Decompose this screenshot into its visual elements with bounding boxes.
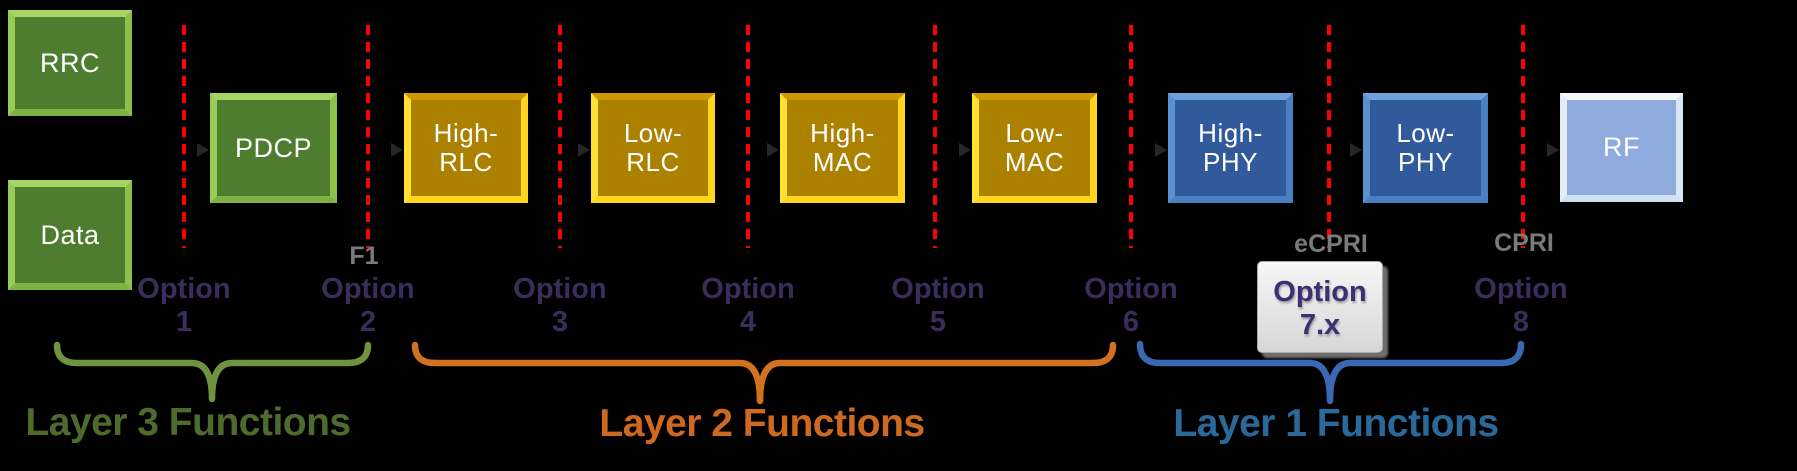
- connector-arrow-icon: [578, 143, 590, 157]
- layer-2-brace: [411, 341, 1117, 405]
- block-high-phy-label: High-: [1198, 118, 1263, 148]
- block-pdcp: PDCP: [210, 93, 337, 203]
- block-low-phy: Low-PHY: [1363, 93, 1488, 203]
- option-number: 2: [359, 306, 377, 338]
- split-line-option-7: [1327, 25, 1331, 248]
- layer-label-2: Layer 2 Functions: [599, 402, 925, 445]
- split-line-option-2: [366, 25, 370, 248]
- block-high-phy-label: PHY: [1203, 147, 1258, 177]
- option-word: Option: [891, 273, 985, 305]
- block-low-phy-label: Low-: [1396, 118, 1455, 148]
- block-rrc: RRC: [8, 10, 132, 116]
- split-line-option-4: [746, 25, 750, 248]
- block-pdcp-label: PDCP: [234, 132, 312, 163]
- option-number: 5: [929, 306, 947, 338]
- split-line-option-1: [182, 25, 186, 248]
- block-low-phy-label: PHY: [1398, 147, 1453, 177]
- interface-label-f1: F1: [349, 242, 379, 270]
- connector-arrow-icon: [1350, 143, 1362, 157]
- connector-arrow-icon: [1547, 143, 1559, 157]
- block-low-mac: Low-MAC: [972, 93, 1097, 203]
- block-rf-label: RF: [1603, 132, 1640, 162]
- option-word: Option: [1273, 276, 1367, 308]
- option-word: Option: [1474, 273, 1568, 305]
- layer-label-3: Layer 3 Functions: [25, 401, 351, 444]
- block-high-phy: High-PHY: [1168, 93, 1293, 203]
- interface-label-ecpri: eCPRI: [1294, 230, 1368, 258]
- block-high-mac: High-MAC: [780, 93, 905, 203]
- option-number: 7.x: [1299, 309, 1341, 341]
- option-word: Option: [513, 273, 607, 305]
- block-rrc-label: RRC: [40, 47, 100, 78]
- option-number: 4: [739, 306, 757, 338]
- block-data: Data: [8, 180, 132, 290]
- option-word: Option: [321, 273, 415, 305]
- block-high-mac-label: High-: [810, 118, 875, 148]
- block-low-rlc-label: RLC: [626, 147, 680, 177]
- block-low-rlc-label: Low-: [623, 118, 683, 148]
- connector-arrow-icon: [197, 143, 209, 157]
- connector-arrow-icon: [391, 143, 403, 157]
- connector-arrow-icon: [767, 143, 779, 157]
- layer-3-brace: [53, 341, 372, 403]
- block-high-rlc: High-RLC: [404, 93, 528, 203]
- option-number: 3: [551, 306, 569, 338]
- option-number: 8: [1512, 306, 1530, 338]
- interface-label-cpri: CPRI: [1494, 229, 1554, 257]
- option-number: 1: [175, 306, 193, 338]
- block-low-mac-label: MAC: [1004, 147, 1065, 177]
- option-word: Option: [137, 273, 231, 305]
- split-line-option-8: [1521, 25, 1525, 248]
- connector-arrow-icon: [959, 143, 971, 157]
- block-high-mac-label: MAC: [812, 147, 873, 177]
- option-number: 6: [1122, 306, 1140, 338]
- layer-label-1: Layer 1 Functions: [1173, 402, 1499, 445]
- connector-arrow-icon: [1155, 143, 1167, 157]
- split-line-option-5: [933, 25, 937, 248]
- block-low-rlc: Low-RLC: [591, 93, 715, 203]
- split-line-option-6: [1129, 25, 1133, 248]
- block-high-rlc-label: High-: [433, 118, 499, 148]
- option-word: Option: [701, 273, 795, 305]
- block-high-rlc-label: RLC: [439, 147, 493, 177]
- split-line-option-3: [558, 25, 562, 248]
- block-low-mac-label: Low-: [1005, 118, 1064, 148]
- option-word: Option: [1084, 273, 1178, 305]
- block-data-label: Data: [40, 219, 100, 250]
- block-rf: RF: [1560, 93, 1683, 202]
